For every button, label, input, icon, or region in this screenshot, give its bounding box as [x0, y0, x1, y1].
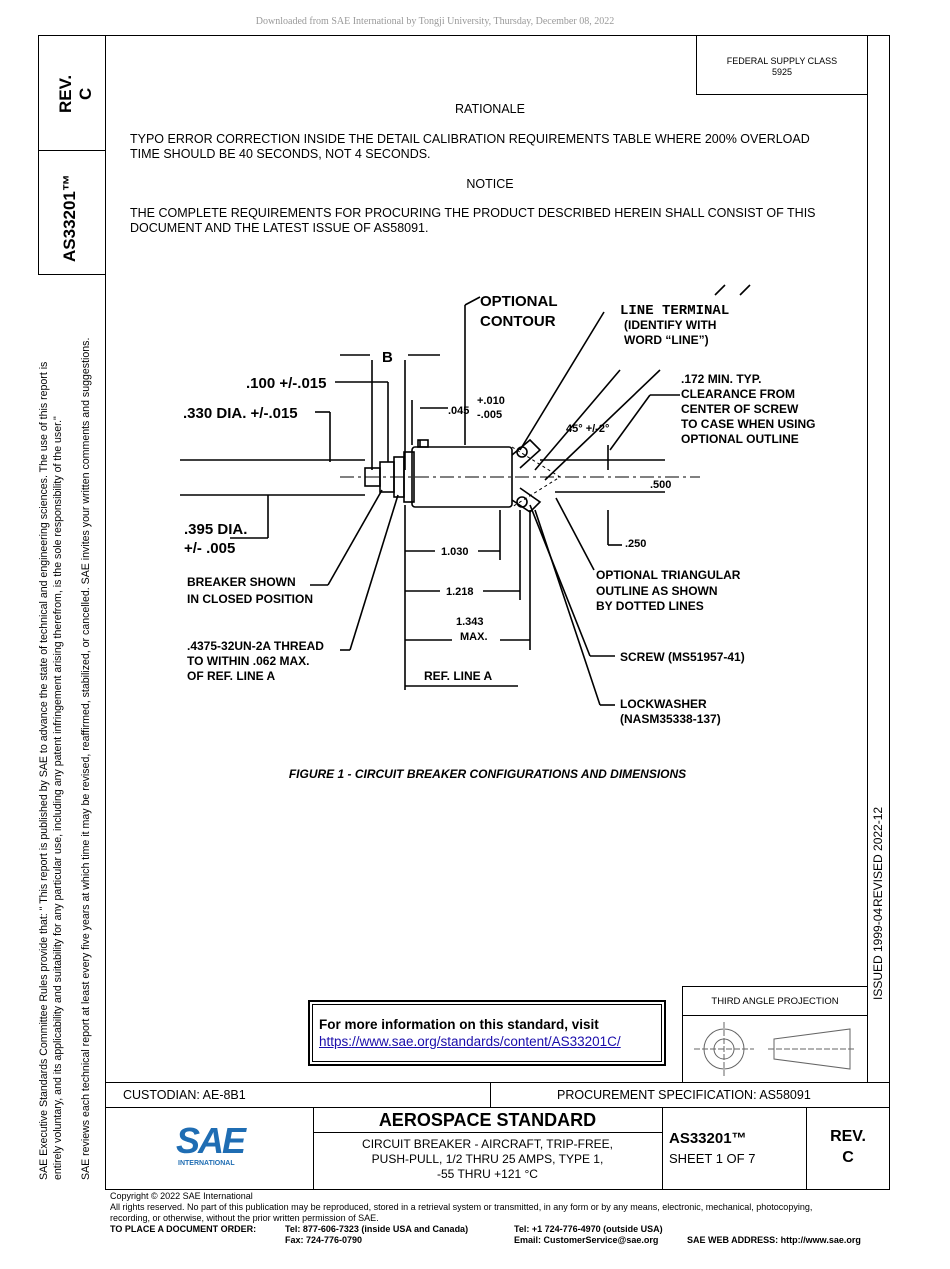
- fig-label-dim-500: .500: [650, 479, 671, 491]
- footer-copyright: Copyright © 2022 SAE International: [110, 1191, 253, 1201]
- fig-label-dim-330: .330 DIA. +/-.015: [183, 405, 298, 422]
- fig-label-dim-b: B: [382, 349, 393, 366]
- title-block-doc-split: [662, 1107, 663, 1190]
- fig-label-breaker-1: BREAKER SHOWN: [187, 575, 296, 589]
- fig-label-clearance-4: TO CASE WHEN USING: [681, 417, 815, 431]
- fig-label-dim-045: .045: [448, 405, 469, 417]
- fig-label-dim-005: -.005: [477, 409, 502, 421]
- left-header-divider: [38, 150, 106, 151]
- title-doc-number: AS33201™: [669, 1130, 747, 1147]
- fig-label-dim-1030: 1.030: [441, 546, 469, 558]
- info-box-text: For more information on this standard, v…: [319, 1017, 599, 1032]
- footer-email: Email: CustomerService@sae.org: [514, 1235, 659, 1245]
- fig-label-triangular-2: OUTLINE AS SHOWN: [596, 584, 718, 598]
- fig-label-breaker-2: IN CLOSED POSITION: [187, 592, 313, 606]
- circuit-breaker-figure: OPTIONAL CONTOUR LINE TERMINAL (IDENTIFY…: [180, 284, 815, 726]
- procurement-spec: PROCUREMENT SPECIFICATION: AS58091: [557, 1088, 811, 1102]
- fig-label-clearance-5: OPTIONAL OUTLINE: [681, 432, 799, 446]
- breaker-body: [411, 446, 513, 508]
- fig-label-clearance-3: CENTER OF SCREW: [681, 402, 799, 416]
- title-rev-letter: C: [842, 1149, 854, 1166]
- title-desc-line2: PUSH-PULL, 1/2 THRU 25 AMPS, TYPE 1,: [371, 1152, 604, 1166]
- fig-label-clearance-2: CLEARANCE FROM: [681, 387, 795, 401]
- info-box: [308, 1000, 666, 1066]
- projection-divider: [682, 1015, 868, 1016]
- title-block-split-top: [490, 1082, 491, 1107]
- title-block-rev-split: [806, 1107, 807, 1190]
- projection-label: THIRD ANGLE PROJECTION: [711, 996, 839, 1007]
- fig-label-triangular-1: OPTIONAL TRIANGULAR: [596, 568, 741, 582]
- fig-label-line-terminal-3: WORD “LINE”): [624, 333, 709, 347]
- fig-label-dim-395-1: .395 DIA.: [184, 521, 247, 538]
- load-terminal: [511, 487, 542, 514]
- footer-tel-us: Tel: 877-606-7323 (inside USA and Canada…: [285, 1224, 469, 1234]
- standard-heading: AEROSPACE STANDARD: [378, 1110, 597, 1130]
- supply-class-box: [696, 35, 868, 95]
- fig-label-dim-010: +.010: [477, 395, 505, 407]
- fig-label-ref-line: REF. LINE A: [424, 669, 493, 683]
- fig-label-lockwasher-2: (NASM35338-137): [620, 712, 721, 726]
- notice-text-line2: DOCUMENT AND THE LATEST ISSUE OF AS58091…: [130, 221, 429, 235]
- footer-rights-line2: recording, or otherwise, without the pri…: [110, 1213, 379, 1223]
- footer-web: SAE WEB ADDRESS: http://www.sae.org: [687, 1235, 861, 1245]
- custodian: CUSTODIAN: AE-8B1: [123, 1088, 246, 1102]
- info-box-inner: [312, 1004, 662, 1062]
- revised-date: REVISED 2022-12: [871, 806, 885, 907]
- fig-label-clearance-1: .172 MIN. TYP.: [681, 372, 761, 386]
- projection-symbol: [694, 1022, 856, 1076]
- figure-caption: FIGURE 1 - CIRCUIT BREAKER CONFIGURATION…: [288, 767, 687, 781]
- title-block-row: [105, 1107, 890, 1108]
- notice-text-line1: THE COMPLETE REQUIREMENTS FOR PROCURING …: [130, 206, 816, 220]
- fig-label-line-terminal-2: (IDENTIFY WITH: [624, 318, 716, 332]
- rationale-heading: RATIONALE: [455, 102, 525, 116]
- fig-label-screw: SCREW (MS51957-41): [620, 650, 745, 664]
- title-desc-line3: -55 THRU +121 °C: [437, 1167, 538, 1181]
- rationale-text-line1: TYPO ERROR CORRECTION INSIDE THE DETAIL …: [130, 132, 810, 146]
- title-block-logo-split: [313, 1107, 314, 1190]
- left-header-box: [38, 35, 106, 275]
- fig-label-thread-1: .4375-32UN-2A THREAD: [187, 639, 324, 653]
- right-margin-divider: [867, 35, 868, 1083]
- fig-label-dim-395-2: +/- .005: [184, 540, 235, 557]
- fig-label-optional-contour-2: CONTOUR: [480, 313, 556, 330]
- fig-label-dim-100: .100 +/-.015: [246, 375, 326, 392]
- footer-tel-intl: Tel: +1 724-776-4970 (outside USA): [514, 1224, 663, 1234]
- fig-label-lockwasher-1: LOCKWASHER: [620, 697, 707, 711]
- supply-class-line1: FEDERAL SUPPLY CLASS: [726, 56, 838, 66]
- standard-link[interactable]: https://www.sae.org/standards/content/AS…: [319, 1034, 621, 1049]
- fig-label-dim-250: .250: [625, 538, 646, 550]
- fig-label-dim-1218: 1.218: [446, 586, 474, 598]
- footer-fax: Fax: 724-776-0790: [285, 1235, 363, 1245]
- title-rev: REV.: [830, 1128, 866, 1145]
- title-block-heading-line: [313, 1132, 662, 1133]
- fig-label-dim-1343-1: 1.343: [456, 616, 484, 628]
- fig-label-dim-1343-2: MAX.: [460, 631, 488, 643]
- download-notice: Downloaded from SAE International by Ton…: [255, 16, 615, 27]
- title-sheet: SHEET 1 OF 7: [669, 1151, 756, 1166]
- issued-date: ISSUED 1999-04: [871, 907, 885, 1000]
- sae-logo: SAE: [176, 1120, 246, 1161]
- fig-label-line-terminal-1: LINE TERMINAL: [620, 303, 729, 319]
- rationale-text-line2: TIME SHOULD BE 40 SECONDS, NOT 4 SECONDS…: [130, 147, 431, 161]
- title-block-top: [105, 1082, 890, 1083]
- supply-class-line2: 5925: [771, 67, 793, 77]
- fig-label-triangular-3: BY DOTTED LINES: [596, 599, 704, 613]
- sae-logo-sub: INTERNATIONAL: [178, 1160, 235, 1167]
- footer-rights-line1: All rights reserved. No part of this pub…: [110, 1202, 813, 1212]
- page-frame: [105, 35, 890, 1190]
- fig-label-angle: 45° +/-2°: [566, 423, 609, 435]
- footer-order-label: TO PLACE A DOCUMENT ORDER:: [110, 1224, 257, 1234]
- title-desc-line1: CIRCUIT BREAKER - AIRCRAFT, TRIP-FREE,: [362, 1137, 613, 1151]
- notice-heading: NOTICE: [466, 177, 514, 191]
- fig-label-optional-contour-1: OPTIONAL: [480, 293, 558, 310]
- fig-label-thread-2: TO WITHIN .062 MAX.: [187, 654, 309, 668]
- fig-label-thread-3: OF REF. LINE A: [187, 669, 276, 683]
